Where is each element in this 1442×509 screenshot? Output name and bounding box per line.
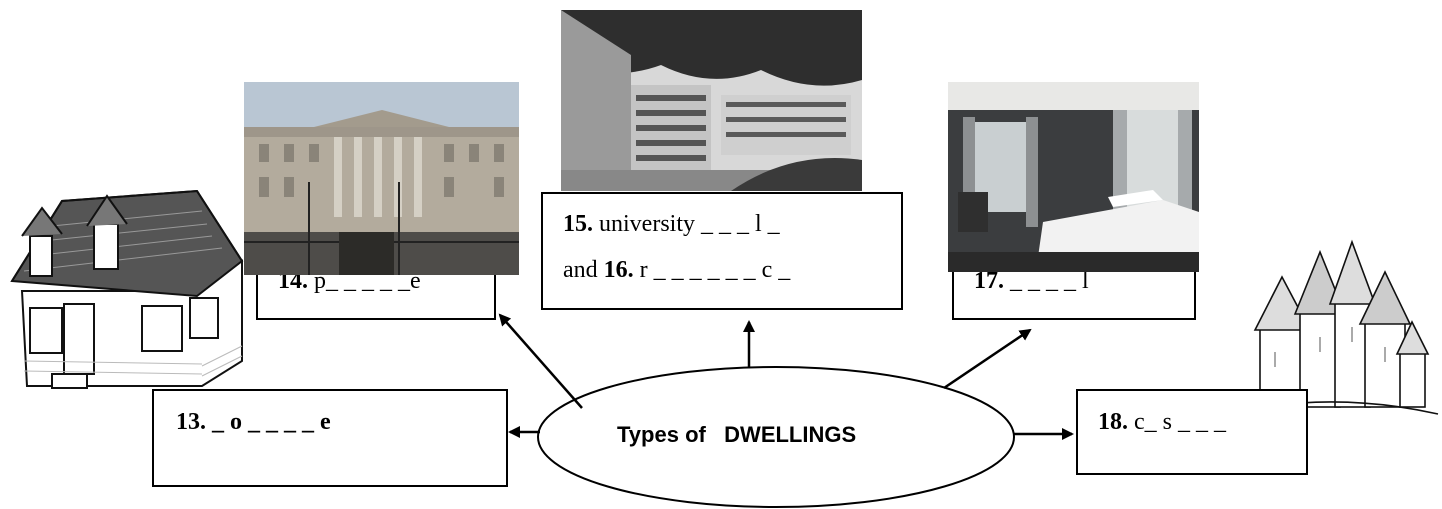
item-15-number: 15.: [563, 211, 593, 237]
university-building-photo: [561, 10, 862, 191]
item-18-text: 18. c_ s _ _ _: [1098, 409, 1226, 436]
answer-box-13: [152, 389, 508, 487]
item-18-number: 18.: [1098, 409, 1128, 435]
item-14-number: 14.: [278, 268, 308, 294]
house-drawing-image: [10, 189, 244, 389]
item-15-text: 15. university _ _ _ l _: [563, 211, 780, 238]
answer-box-18: [1076, 389, 1308, 475]
item-13-text: 13. _ o _ _ _ _ e: [176, 409, 331, 436]
item-16-number: 16.: [603, 257, 634, 283]
item-16-clue: r _ _ _ _ _ _ c _: [633, 257, 791, 283]
item-16-prefix: and: [563, 257, 604, 283]
item-17-text: 17. _ _ _ _ l: [974, 268, 1089, 295]
arrow-to-14: [498, 313, 583, 409]
item-18-clue: c_ s _ _ _: [1128, 409, 1226, 435]
center-ellipse: [537, 366, 1015, 508]
item-17-clue: _ _ _ _ l: [1004, 268, 1089, 294]
castle-drawing-image: [1244, 239, 1439, 415]
center-label: Types of DWELLINGS: [617, 422, 857, 447]
item-17-number: 17.: [974, 268, 1004, 294]
item-14-clue: p_ _ _ _ _e: [308, 268, 421, 294]
answer-box-15-16: [541, 192, 903, 310]
item-14-text: 14. p_ _ _ _ _e: [278, 268, 421, 295]
arrow-to-17: [943, 328, 1032, 390]
item-13-number: 13.: [176, 409, 206, 435]
item-15-clue: university _ _ _ l _: [593, 211, 780, 237]
item-13-clue: _ o _ _ _ _ e: [206, 409, 331, 435]
item-16-text: and 16. r _ _ _ _ _ _ c _: [563, 257, 790, 284]
